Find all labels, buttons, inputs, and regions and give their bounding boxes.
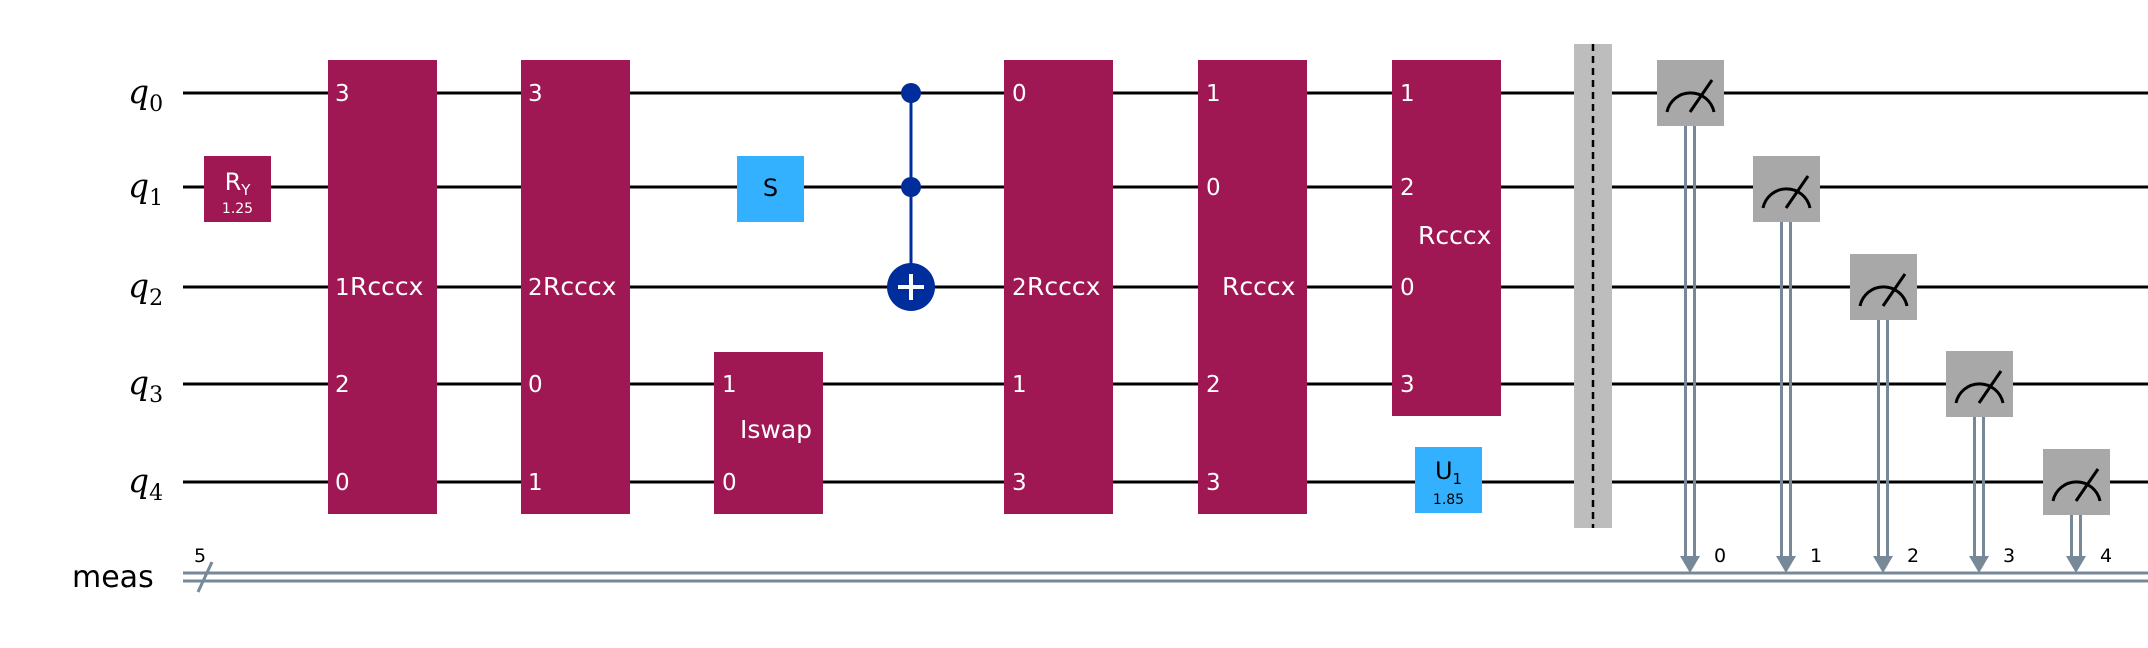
qubit-label-q3: q3 xyxy=(128,363,163,408)
svg-text:2: 2 xyxy=(1907,545,1919,567)
svg-text:1: 1 xyxy=(1400,81,1415,107)
svg-text:0: 0 xyxy=(1714,545,1726,567)
rcccx-gate-1: 3 1 2 0 Rcccx xyxy=(328,60,437,514)
svg-text:3: 3 xyxy=(1012,470,1027,496)
measure-q3: 3 xyxy=(1946,351,2015,573)
measure-q2: 2 xyxy=(1850,254,1919,573)
svg-text:0: 0 xyxy=(1012,81,1027,107)
qubit-label-q2: q2 xyxy=(128,266,163,311)
svg-text:Rcccx: Rcccx xyxy=(1418,221,1491,250)
measure-q0: 0 xyxy=(1657,60,1726,573)
rcccx-gate-5: 1 2 0 3 Rcccx xyxy=(1392,60,1501,416)
svg-text:0: 0 xyxy=(335,470,350,496)
svg-text:Rcccx: Rcccx xyxy=(543,272,616,301)
qubit-wires xyxy=(183,91,2148,484)
svg-text:1.25: 1.25 xyxy=(222,201,253,217)
svg-text:0: 0 xyxy=(1400,275,1415,301)
ry-gate: RY 1.25 xyxy=(204,156,271,222)
svg-text:Rcccx: Rcccx xyxy=(350,272,423,301)
classical-register-label: meas xyxy=(72,560,154,595)
svg-text:3: 3 xyxy=(2003,545,2015,567)
svg-text:0: 0 xyxy=(528,372,543,398)
barrier xyxy=(1574,44,1612,528)
svg-text:2: 2 xyxy=(528,275,543,301)
qubit-labels: q0 q1 q2 q3 q4 meas xyxy=(72,72,163,595)
qubit-label-q1: q1 xyxy=(128,166,163,211)
svg-text:3: 3 xyxy=(1206,470,1221,496)
svg-text:1: 1 xyxy=(1012,372,1027,398)
svg-text:3: 3 xyxy=(1400,372,1415,398)
svg-text:1: 1 xyxy=(722,372,737,398)
qubit-label-q0: q0 xyxy=(128,72,163,117)
svg-text:1: 1 xyxy=(1810,545,1822,567)
svg-text:1: 1 xyxy=(335,275,350,301)
measure-q4: 4 xyxy=(2043,449,2112,573)
iswap-gate: 1 0 Iswap xyxy=(714,352,823,514)
classical-size-label: 5 xyxy=(194,545,206,567)
svg-text:Rcccx: Rcccx xyxy=(1027,272,1100,301)
svg-text:RY: RY xyxy=(225,168,252,199)
svg-text:Iswap: Iswap xyxy=(740,415,812,444)
classical-wire xyxy=(183,561,2148,593)
svg-text:1: 1 xyxy=(528,470,543,496)
rcccx-gate-4: 1 0 2 3 Rcccx xyxy=(1198,60,1307,514)
svg-text:2: 2 xyxy=(1206,372,1221,398)
rcccx-gate-3: 0 2 1 3 Rcccx xyxy=(1004,60,1113,514)
svg-text:0: 0 xyxy=(722,470,737,496)
control-dot-q1 xyxy=(901,177,921,197)
bus-slash xyxy=(196,561,214,593)
svg-text:4: 4 xyxy=(2100,545,2112,567)
svg-text:1.85: 1.85 xyxy=(1433,492,1464,508)
svg-text:Rcccx: Rcccx xyxy=(1222,272,1295,301)
s-gate: S xyxy=(737,156,804,222)
u1-gate: U1 1.85 xyxy=(1415,447,1482,513)
svg-text:3: 3 xyxy=(528,81,543,107)
qubit-label-q4: q4 xyxy=(128,461,163,506)
svg-text:2: 2 xyxy=(1012,275,1027,301)
measure-q1: 1 xyxy=(1753,156,1822,573)
svg-text:2: 2 xyxy=(1400,175,1415,201)
svg-text:U1: U1 xyxy=(1435,457,1462,488)
rcccx-gate-2: 3 2 0 1 Rcccx xyxy=(521,60,630,514)
svg-text:3: 3 xyxy=(335,81,350,107)
svg-text:1: 1 xyxy=(1206,81,1221,107)
svg-text:S: S xyxy=(763,174,778,202)
svg-text:0: 0 xyxy=(1206,175,1221,201)
toffoli-gate xyxy=(887,83,935,311)
control-dot-q0 xyxy=(901,83,921,103)
svg-text:2: 2 xyxy=(335,372,350,398)
